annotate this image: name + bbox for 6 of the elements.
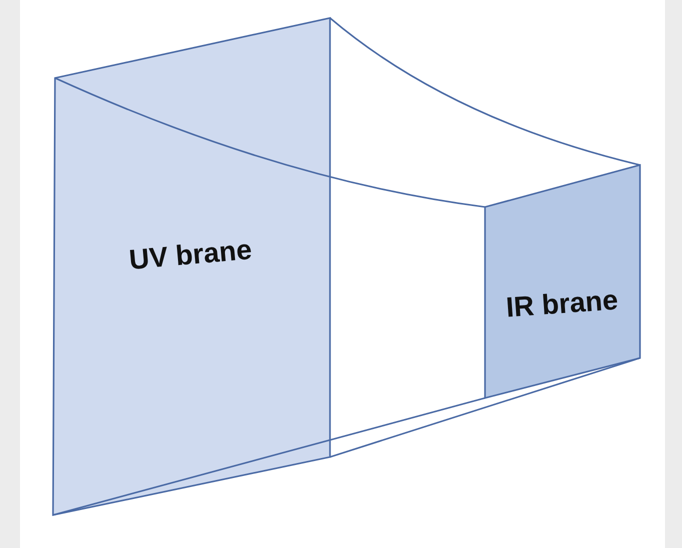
bulk-edge-line	[330, 17, 640, 166]
bulk-edge-line	[330, 357, 640, 458]
bulk-edge-line	[52, 397, 486, 516]
bulk-edge-line	[54, 77, 486, 208]
brane-label: UV brane	[127, 234, 253, 276]
brane-label: IR brane	[505, 284, 619, 324]
